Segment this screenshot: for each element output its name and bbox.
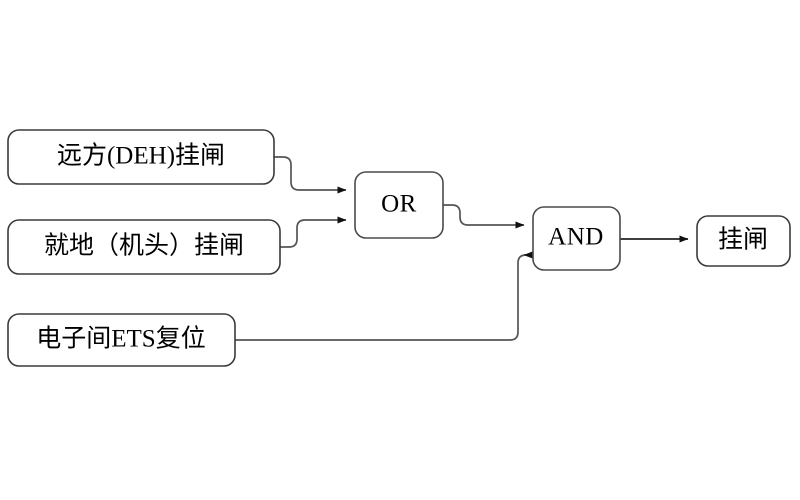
- connector-or-to-and: [443, 204, 525, 229]
- connector-remote-deh-to-or: [274, 156, 347, 194]
- output-box-brake-apply: [696, 215, 791, 267]
- gate-box-and: [532, 206, 621, 271]
- connector-local-head-to-or: [280, 216, 347, 248]
- gate-node-and[interactable]: AND: [532, 206, 621, 271]
- gate-label-and: AND: [548, 224, 604, 251]
- input-node-local-machine-head[interactable]: 就地（机头）挂闸: [7, 219, 281, 275]
- output-node-brake-apply[interactable]: 挂闸: [696, 215, 791, 267]
- input-box-remote-deh: [7, 129, 275, 185]
- gate-box-or: [354, 171, 444, 239]
- input-label-local-machine-head: 就地（机头）挂闸: [44, 232, 244, 260]
- gate-label-or: OR: [381, 191, 417, 218]
- input-label-ets-reset: 电子间ETS复位: [36, 325, 205, 353]
- input-node-remote-deh[interactable]: 远方(DEH)挂闸: [7, 129, 275, 185]
- input-node-ets-reset[interactable]: 电子间ETS复位: [7, 313, 236, 367]
- gate-node-or[interactable]: OR: [354, 171, 444, 239]
- output-label-brake-apply: 挂闸: [718, 226, 768, 254]
- input-label-remote-deh: 远方(DEH)挂闸: [57, 142, 225, 170]
- input-box-local-machine-head: [7, 219, 281, 275]
- connector-ets-to-and: [235, 251, 533, 341]
- input-box-ets-reset: [7, 313, 236, 367]
